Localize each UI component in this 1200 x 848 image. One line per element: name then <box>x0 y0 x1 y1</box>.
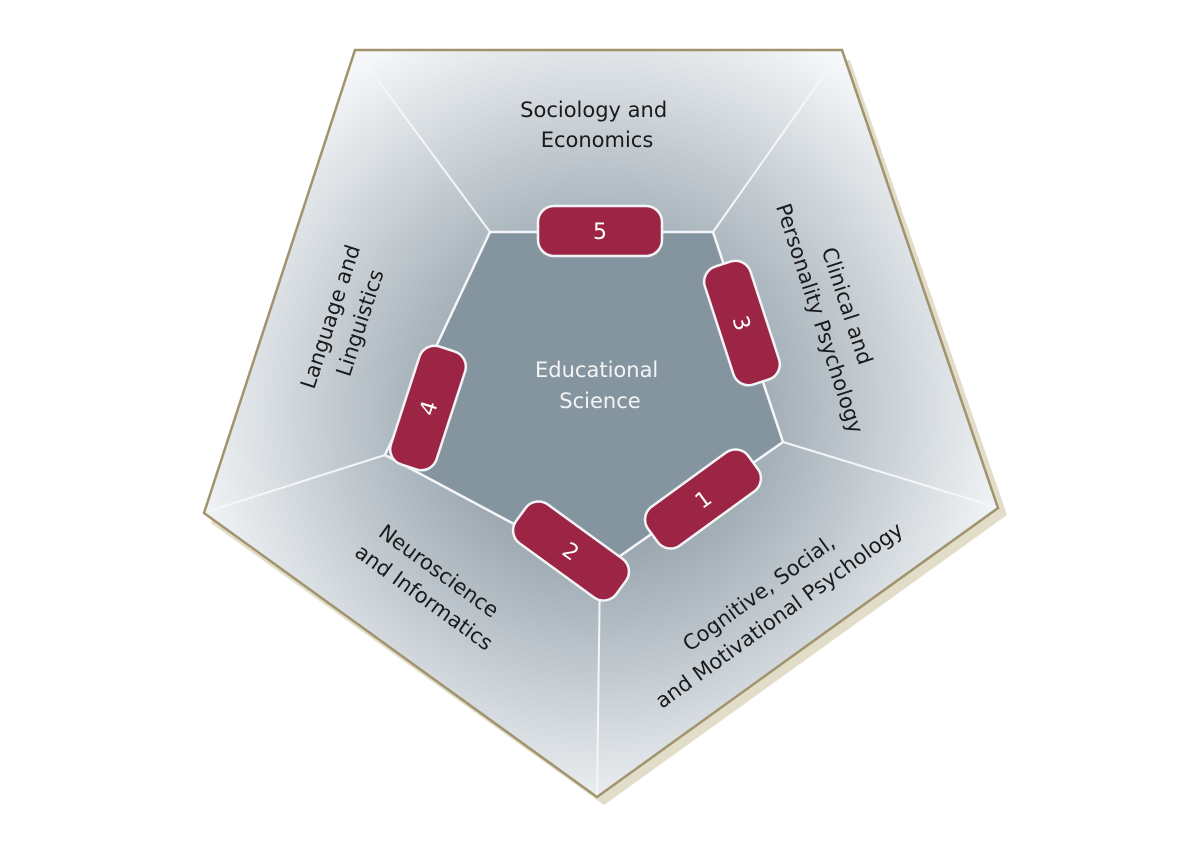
divider-bottom <box>596 569 601 796</box>
divider-top-right <box>712 51 841 233</box>
divider-left <box>205 454 386 513</box>
segment-label-sociology: Sociology and Economics <box>520 98 674 152</box>
badge-5: 5 <box>536 204 664 258</box>
divider-right <box>782 441 997 508</box>
center-label: Educational Science <box>535 358 665 413</box>
center-label-line2: Science <box>559 389 640 413</box>
center-label-line1: Educational <box>535 358 658 382</box>
badge-5-label: 5 <box>593 220 607 245</box>
badge-1: 1 <box>643 448 763 550</box>
badge-2: 2 <box>511 500 631 602</box>
badge-3: 3 <box>702 259 782 387</box>
badge-4: 4 <box>388 344 468 472</box>
divider-top-left <box>356 51 491 233</box>
